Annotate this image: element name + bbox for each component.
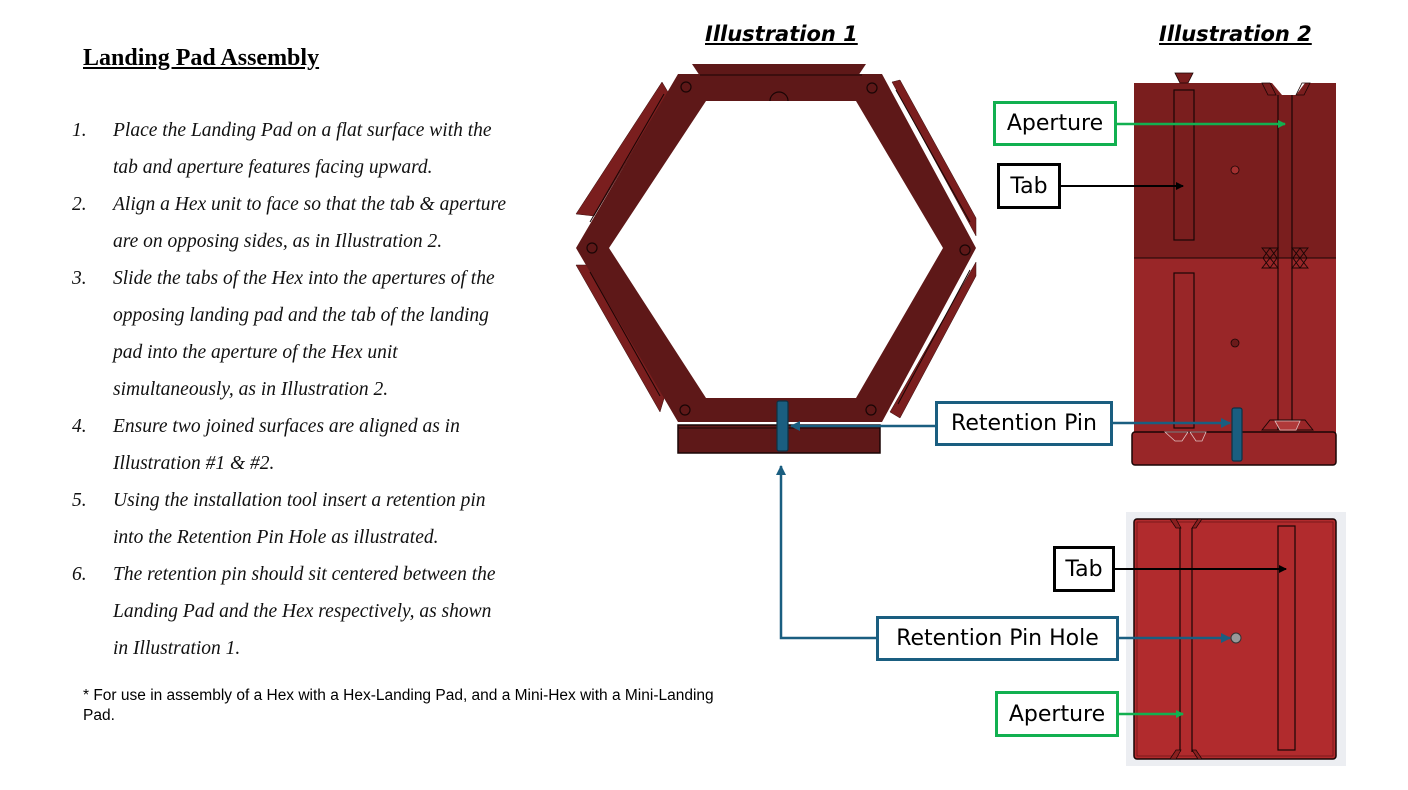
pin-hole-upper [1230,165,1240,175]
illustration-2-title: Illustration 2 [1159,22,1312,46]
pin-hole-lower [1230,338,1240,348]
step-text: Place the Landing Pad on a flat surface … [113,120,492,141]
step-text: Landing Pad and the Hex respectively, as… [113,601,492,622]
callout-retention-pin-hole: Retention Pin Hole [876,616,1119,661]
callout-tab-top: Tab [997,163,1061,209]
step-item: 1. Place the Landing Pad on a flat surfac… [72,112,552,186]
step-item: 6. The retention pin should sit centered … [72,556,552,667]
step-item: 3. Slide the tabs of the Hex into the ape… [72,260,552,408]
retention-pin-ill2 [1231,407,1243,462]
illustration-1-title: Illustration 1 [705,22,858,46]
step-text: are on opposing sides, as in Illustratio… [113,231,443,252]
step-text: Ensure two joined surfaces are aligned a… [113,416,460,437]
step-text: simultaneously, as in Illustration 2. [113,379,389,400]
hinge-pin [680,81,692,93]
panel-assembly-illustration [1131,72,1337,466]
tab-slot-upper [1173,89,1195,241]
step-text: tab and aperture features facing upward. [113,157,433,178]
step-text: Using the installation tool insert a ret… [113,490,486,511]
assembly-steps: 1. Place the Landing Pad on a flat surfac… [72,112,552,667]
step-text: pad into the aperture of the Hex unit [113,342,398,363]
callout-aperture-top: Aperture [993,101,1117,146]
hinge-pin [679,404,691,416]
hex-frame-illustration [575,64,977,454]
step-text: in Illustration 1. [113,638,241,659]
step-text: opposing landing pad and the tab of the … [113,305,489,326]
step-text: into the Retention Pin Hole as illustrat… [113,527,439,548]
step-number: 1. [72,120,87,141]
retention-pin-hole [1230,632,1242,644]
step-text: Slide the tabs of the Hex into the apert… [113,268,495,289]
step-number: 4. [72,416,87,437]
hinge-pin [865,404,877,416]
hinge-pin [959,244,971,256]
callout-tab-bottom: Tab [1053,546,1115,592]
top-notch [769,91,789,102]
callout-retention-pin: Retention Pin [935,401,1113,446]
page-title: Landing Pad Assembly [83,45,320,71]
hex-flap-top [692,64,866,76]
tab-slot-lower [1173,272,1195,429]
pin-hole-leader-left [776,465,877,640]
step-text: The retention pin should sit centered be… [113,564,496,585]
step-item: 5. Using the installation tool insert a r… [72,482,552,556]
step-item: 4. Ensure two joined surfaces are aligned… [72,408,552,482]
step-item: 2. Align a Hex unit to face so that the t… [72,186,552,260]
step-text: Illustration #1 & #2. [113,453,275,474]
step-number: 6. [72,564,87,585]
retention-pin-ill1 [776,400,789,452]
step-number: 3. [72,268,87,289]
callout-aperture-bottom: Aperture [995,691,1119,737]
step-text: Align a Hex unit to face so that the tab… [113,194,507,215]
hinge-pin [586,242,598,254]
landing-pad-top-view [1126,512,1346,766]
step-number: 2. [72,194,87,215]
hinge-pin [866,82,878,94]
step-number: 5. [72,490,87,511]
footnote: * For use in assembly of a Hex with a He… [83,687,714,724]
tab-strip [1277,525,1296,751]
